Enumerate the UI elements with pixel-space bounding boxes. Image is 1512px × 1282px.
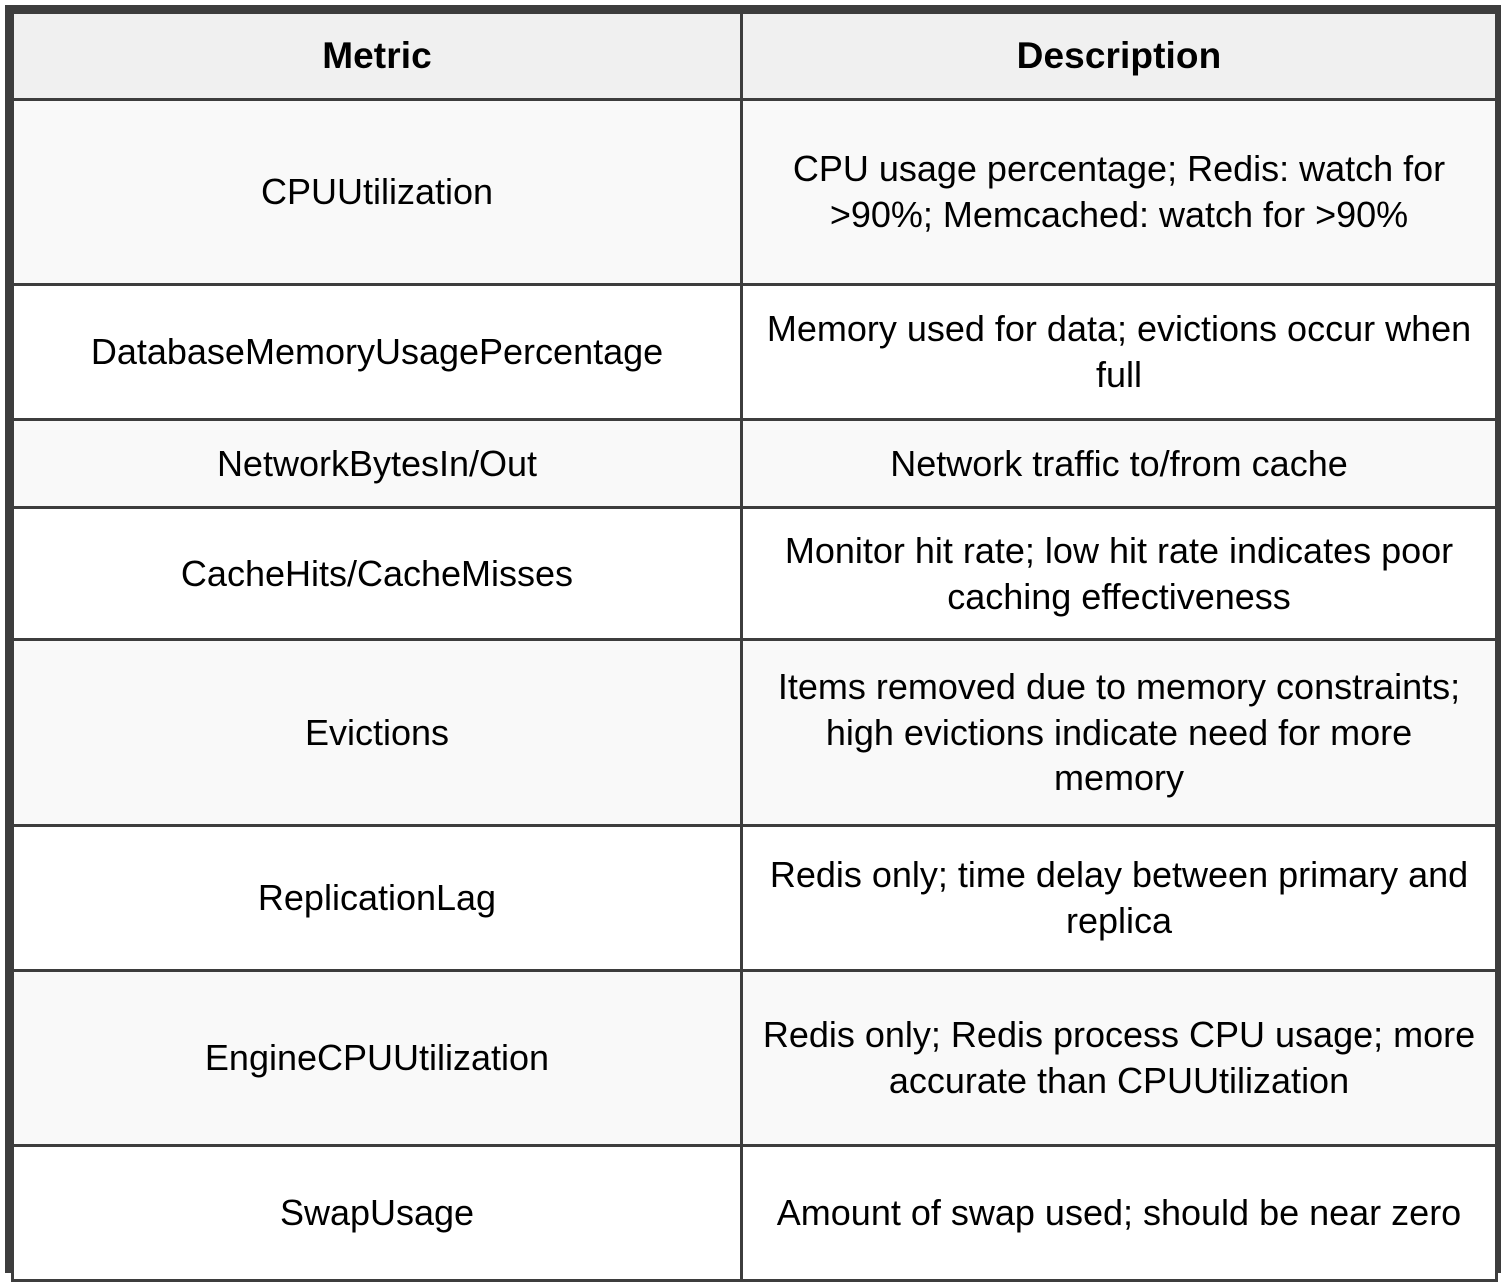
table-row: NetworkBytesIn/Out Network traffic to/fr… [11, 418, 1498, 509]
cell-metric: Evictions [11, 638, 743, 827]
cell-description: Memory used for data; evictions occur wh… [740, 283, 1498, 421]
column-header-description: Description [740, 11, 1498, 101]
table-row: SwapUsage Amount of swap used; should be… [11, 1144, 1498, 1282]
cell-description: CPU usage percentage; Redis: watch for >… [740, 98, 1498, 286]
cell-metric: EngineCPUUtilization [11, 969, 743, 1147]
table-row: EngineCPUUtilization Redis only; Redis p… [11, 969, 1498, 1147]
metrics-table-container: Metric Description CPUUtilization CPU us… [5, 5, 1501, 1282]
cell-description: Amount of swap used; should be near zero [740, 1144, 1498, 1282]
table-row: ReplicationLag Redis only; time delay be… [11, 824, 1498, 972]
cell-description: Monitor hit rate; low hit rate indicates… [740, 506, 1498, 641]
table-row: CPUUtilization CPU usage percentage; Red… [11, 98, 1498, 286]
metrics-table: Metric Description CPUUtilization CPU us… [11, 11, 1498, 1282]
table-body: CPUUtilization CPU usage percentage; Red… [11, 98, 1498, 1282]
table-header-row: Metric Description [11, 11, 1498, 101]
cell-metric: SwapUsage [11, 1144, 743, 1282]
cell-description: Network traffic to/from cache [740, 418, 1498, 509]
table-row: DatabaseMemoryUsagePercentage Memory use… [11, 283, 1498, 421]
cell-description: Redis only; time delay between primary a… [740, 824, 1498, 972]
table-row: CacheHits/CacheMisses Monitor hit rate; … [11, 506, 1498, 641]
cell-metric: ReplicationLag [11, 824, 743, 972]
cell-metric: DatabaseMemoryUsagePercentage [11, 283, 743, 421]
table-header: Metric Description [11, 11, 1498, 101]
cell-description: Redis only; Redis process CPU usage; mor… [740, 969, 1498, 1147]
cell-metric: CacheHits/CacheMisses [11, 506, 743, 641]
cell-description: Items removed due to memory constraints;… [740, 638, 1498, 827]
cell-metric: NetworkBytesIn/Out [11, 418, 743, 509]
column-header-metric: Metric [11, 11, 743, 101]
cell-metric: CPUUtilization [11, 98, 743, 286]
table-row: Evictions Items removed due to memory co… [11, 638, 1498, 827]
